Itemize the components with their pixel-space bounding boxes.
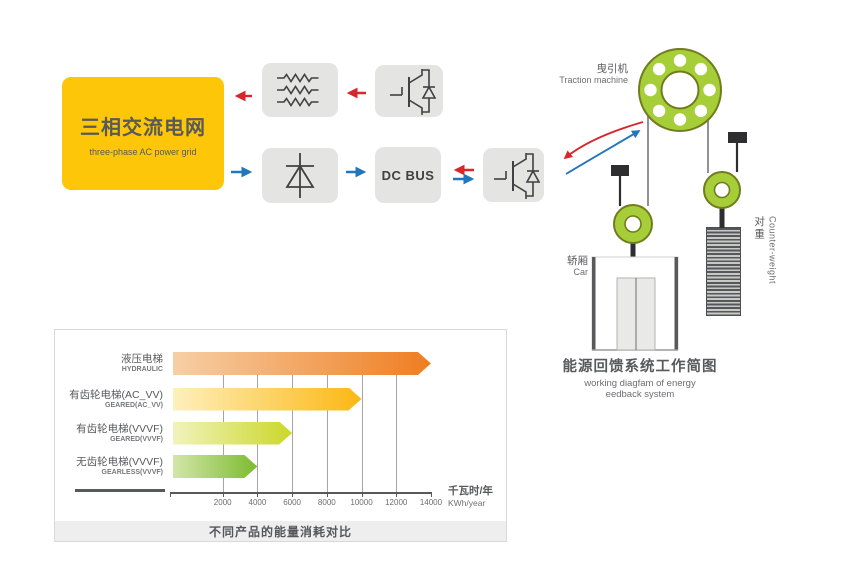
brake-resistor-box [262,63,338,117]
arrow-red-machine-to-inverter [563,121,644,160]
axis-tick-label: 2000 [213,498,232,507]
diagram-caption: 能源回馈系统工作简图 working diagfam of energy eed… [555,359,725,400]
axis-unit-zh: 千瓦时/年 [448,485,493,497]
axis-tick-label: 10000 [350,498,373,507]
axis-tick-label: 8000 [317,498,336,507]
axis-tick [430,493,432,497]
chart-bar [173,422,292,445]
category-label-en: HYDRAULIC [121,366,163,373]
category-label-en: GEARLESS(VVVF) [101,469,163,476]
dc-bus-label: DC BUS [381,167,435,183]
category-label-en: GEARED(AC_VV) [105,401,163,409]
counterweight-label-en: Counter-weight [767,216,778,285]
diagram-caption-zh: 能源回馈系统工作简图 [562,359,718,375]
rope-anchor-right [728,132,747,172]
car-label-zh: 轿厢 [567,255,588,267]
category-label-zh: 有齿轮电梯(AC_VV) [69,388,163,401]
chart-gridline [292,352,294,493]
axis-tick [222,493,224,497]
category-label-zh: 无齿轮电梯(VVVF) [76,456,163,468]
axis-tick-label: 14000 [419,498,443,507]
x-axis-line [170,492,432,494]
axis-tick [170,493,171,497]
traction-wheel [638,48,722,132]
chart-gridline [361,352,363,493]
inverter-igbt-box-top [375,65,443,117]
category-label-en: GEARED(VVVF) [110,435,163,443]
chart-bar [173,352,431,375]
chart-title: 不同产品的能量消耗对比 [208,524,352,539]
counterweight-pulley [703,171,741,228]
chart-bar [173,388,362,411]
elevator-car [591,256,679,351]
chart-gridline [326,352,328,493]
axis-tick [361,493,363,497]
chart-category-label: 有齿轮电梯(VVVF)GEARED(VVVF) [60,423,163,444]
axis-unit-en: KWh/year [448,497,486,508]
label-separator-line [75,489,165,492]
traction-machine-label-en: Traction machine [559,75,628,86]
power-grid-box: 三相交流电网 three-phase AC power grid [62,77,224,190]
rectifier-diode-box [262,148,338,203]
traction-machine-label-zh: 曳引机 [596,63,629,75]
axis-tick [257,493,259,497]
axis-unit-label: 千瓦时/年 KWh/year [448,485,493,508]
diagram-caption-en-line2: eedback system [605,389,675,401]
inverter-igbt-box-bottom [483,148,544,202]
dc-bus-box: DC BUS [375,147,441,203]
chart-title-strip: 不同产品的能量消耗对比 [55,521,506,541]
axis-tick [396,493,398,497]
axis-tick-label: 12000 [385,498,408,507]
category-label-zh: 有齿轮电梯(VVVF) [76,422,163,435]
traction-machine-label: 曳引机 Traction machine [559,63,628,85]
counterweight-label: 对重 Counter-weight [753,216,777,284]
arrow-blue-inverter-to-machine [565,130,641,175]
diagram-caption-en-line1: working diagfam of energy [584,377,696,389]
counterweight-label-zh: 对重 [753,216,766,241]
counterweight-block [706,227,741,316]
chart-gridline [396,352,398,493]
axis-tick-label: 6000 [283,498,302,507]
category-label-zh: 液压电梯 [121,353,163,365]
axis-tick [292,493,294,497]
power-grid-title: 三相交流电网 [80,116,206,139]
car-pulley [613,204,653,258]
car-label: 轿厢 Car [567,255,588,277]
chart-category-label: 有齿轮电梯(AC_VV)GEARED(AC_VV) [60,389,163,410]
axis-tick [326,493,328,497]
rope-anchor-left [611,165,629,206]
chart-category-label: 无齿轮电梯(VVVF)GEARLESS(VVVF) [60,456,163,477]
axis-tick-label: 4000 [248,498,267,507]
car-doors [616,277,656,351]
power-grid-subtitle: three-phase AC power grid [89,146,197,157]
car-label-en: Car [573,267,588,278]
chart-bar [173,455,257,478]
